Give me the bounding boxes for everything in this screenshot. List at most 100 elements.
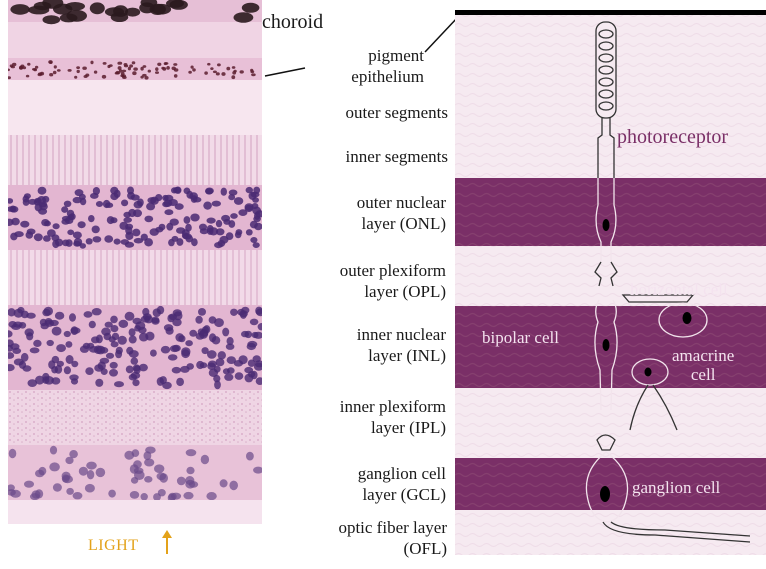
- histology-nucleus: [107, 65, 110, 68]
- histology-nucleus: [39, 467, 47, 475]
- histology-nucleus: [142, 308, 149, 316]
- histology-nucleus: [104, 235, 113, 243]
- histology-nucleus: [79, 467, 88, 476]
- pointer-to-histology: [265, 68, 305, 76]
- histology-nucleus: [93, 236, 102, 242]
- histology-nucleus: [28, 379, 38, 387]
- histology-nucleus: [84, 311, 93, 318]
- histology-nucleus: [228, 220, 235, 228]
- histology-nucleus: [90, 61, 93, 65]
- histology-nucleus: [173, 309, 182, 316]
- pointer-to-schematic: [425, 17, 458, 52]
- histology-nucleus: [73, 232, 82, 239]
- label-onl-line1: outer nuclear: [290, 192, 446, 213]
- histology-nucleus: [74, 76, 77, 79]
- histology-nucleus: [122, 70, 127, 73]
- histology-nucleus: [124, 65, 128, 68]
- histology-nucleus: [27, 63, 30, 66]
- histology-nucleus: [173, 187, 181, 194]
- label-amacrine-line1: amacrine: [672, 346, 734, 365]
- label-inl: inner nuclear layer (INL): [290, 324, 446, 366]
- histology-nucleus: [217, 63, 221, 66]
- histology-nucleus: [216, 72, 220, 75]
- histology-nucleus: [33, 340, 41, 347]
- histology-nucleus: [186, 467, 194, 475]
- histology-nucleus: [181, 347, 190, 356]
- histology-nucleus: [107, 216, 115, 224]
- label-ipl-line2: layer (IPL): [290, 417, 446, 438]
- histology-nucleus: [172, 67, 176, 71]
- histology-nucleus: [232, 66, 236, 69]
- histology-nucleus: [250, 319, 259, 326]
- histology-nucleus: [109, 369, 118, 377]
- histology-nucleus: [101, 368, 108, 375]
- histology-nucleus: [57, 361, 64, 367]
- histology-nucleus: [69, 313, 76, 321]
- histology-nucleus: [170, 219, 179, 226]
- histology-nucleus: [68, 69, 72, 72]
- histology-nucleus: [234, 197, 243, 205]
- histology-nucleus: [141, 493, 148, 500]
- histology-nucleus: [190, 214, 199, 222]
- histology-nucleus: [235, 372, 244, 380]
- histology-nucleus: [111, 12, 129, 22]
- histology-nucleus: [32, 68, 36, 71]
- histology-nucleus: [73, 197, 82, 203]
- histology-nucleus: [80, 346, 89, 353]
- histology-nucleus: [144, 459, 154, 467]
- histology-nucleus: [245, 205, 254, 212]
- histology-nucleus: [178, 335, 185, 342]
- histology-nucleus: [155, 71, 159, 74]
- label-inner-segments-text: inner segments: [290, 146, 448, 167]
- histology-nucleus: [239, 355, 248, 364]
- histology-nucleus: [216, 358, 225, 366]
- histology-nucleus: [185, 340, 193, 346]
- histology-nucleus: [65, 341, 72, 348]
- histology-nucleus: [86, 462, 97, 470]
- histology-nucleus: [53, 71, 57, 75]
- histology-nucleus: [75, 189, 84, 196]
- histology-nucleus: [176, 378, 184, 386]
- histology-nucleus: [119, 320, 129, 328]
- histology-nucleus: [191, 238, 198, 246]
- histology-nucleus: [186, 191, 193, 199]
- histology-nucleus: [144, 216, 153, 223]
- label-opl-line2: layer (OPL): [290, 281, 446, 302]
- histology-nucleus: [164, 324, 173, 331]
- histology-nucleus: [157, 63, 161, 66]
- label-onl-line2: layer (ONL): [290, 213, 446, 234]
- histology-nucleus: [34, 233, 43, 241]
- histology-nucleus: [226, 67, 230, 71]
- label-inl-line1: inner nuclear: [290, 324, 446, 345]
- histology-nucleus: [96, 468, 106, 477]
- label-inl-line2: layer (INL): [290, 345, 446, 366]
- histology-nucleus: [174, 74, 178, 78]
- histology-nucleus: [128, 209, 136, 217]
- histology-nucleus: [121, 239, 130, 245]
- histology-nucleus: [64, 201, 72, 207]
- histology-nucleus: [93, 187, 100, 195]
- histology-nucleus: [110, 362, 118, 369]
- histology-nucleus: [40, 72, 44, 76]
- histology-nucleus: [252, 332, 259, 338]
- histology-nucleus: [129, 374, 137, 381]
- histology-nucleus: [221, 72, 225, 76]
- histology-nucleus: [214, 318, 224, 327]
- histology-nucleus: [157, 473, 167, 481]
- histology-nucleus: [162, 382, 172, 389]
- histology-nucleus: [24, 481, 34, 488]
- histology-nucleus: [221, 188, 227, 196]
- histology-nucleus: [127, 192, 135, 200]
- histology-nucleus: [90, 2, 105, 14]
- histology-nucleus: [92, 226, 100, 234]
- label-bipolar-cell: bipolar cell: [482, 328, 559, 348]
- histology-nucleus: [76, 66, 80, 69]
- histology-nucleus: [53, 4, 72, 15]
- histology-nucleus: [250, 70, 254, 73]
- histology-nucleus: [100, 358, 110, 364]
- histology-nucleus: [73, 241, 81, 247]
- histology-nucleus: [131, 357, 139, 364]
- histology-nucleus: [57, 69, 61, 72]
- label-ganglion-cell: ganglion cell: [632, 478, 720, 498]
- histology-nucleus: [64, 366, 71, 374]
